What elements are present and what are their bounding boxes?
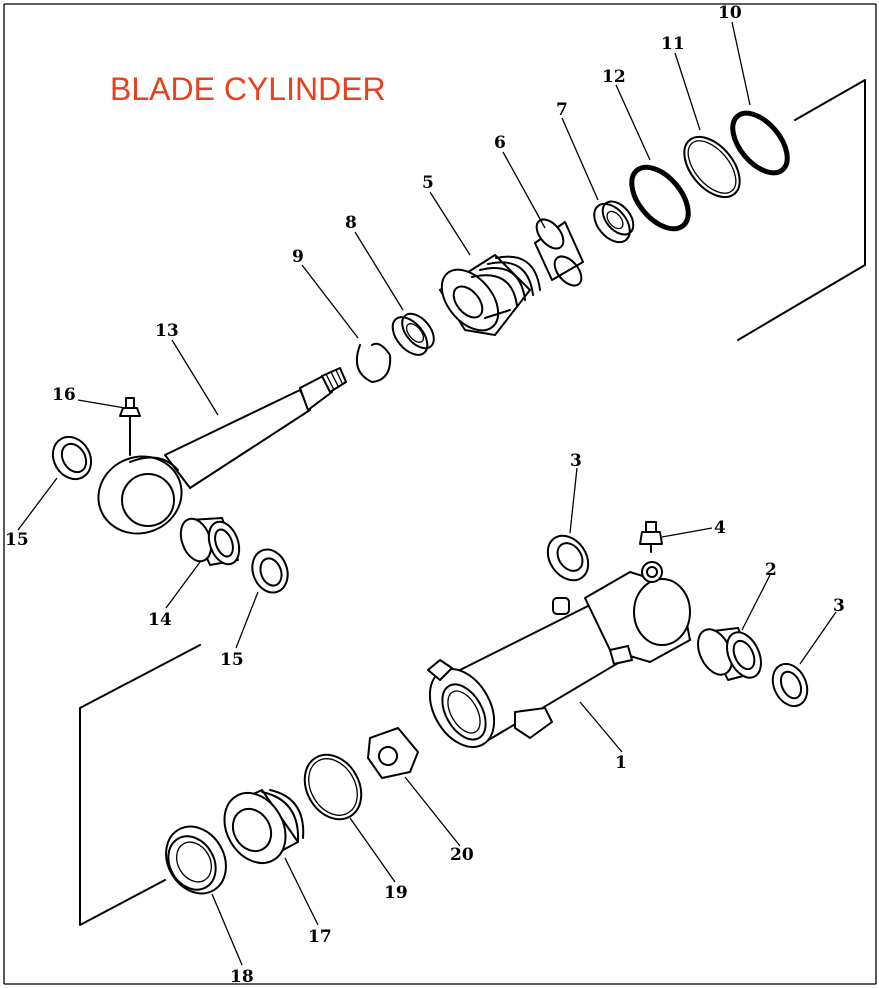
callout-11: 11 <box>661 34 685 54</box>
callout-8: 8 <box>345 213 357 233</box>
callout-9: 9 <box>292 247 304 267</box>
part-20-nut <box>367 727 419 779</box>
callout-19: 19 <box>384 883 408 903</box>
callout-15-lower: 15 <box>220 650 244 670</box>
callout-20: 20 <box>450 845 474 865</box>
callout-17: 17 <box>308 927 332 947</box>
part-3-seal-right <box>771 662 809 708</box>
callout-5: 5 <box>422 173 434 193</box>
lower-bracket-lines <box>79 644 201 926</box>
part-10-ring <box>730 110 790 176</box>
part-15-bushing-upper <box>51 435 93 481</box>
part-1-cylinder-tube <box>427 561 691 748</box>
part-16-grease-fitting <box>119 397 141 456</box>
part-4-grease-fitting <box>639 521 663 553</box>
part-18-gland-ring <box>165 825 227 895</box>
part-5-piston <box>439 254 541 336</box>
frame-lines <box>3 3 877 985</box>
callout-labels: 1 2 3 3 4 5 6 7 8 9 10 11 12 13 14 15 15… <box>5 3 845 987</box>
callout-1: 1 <box>615 753 627 773</box>
callout-16: 16 <box>52 385 76 405</box>
callout-10: 10 <box>718 3 742 23</box>
callout-14: 14 <box>148 610 172 630</box>
callout-7: 7 <box>556 100 568 120</box>
callout-2: 2 <box>765 560 777 580</box>
callout-4: 4 <box>714 518 726 538</box>
leader-lines <box>17 21 837 966</box>
callout-15-left: 15 <box>5 530 29 550</box>
callout-6: 6 <box>494 133 506 153</box>
callout-18: 18 <box>230 967 254 987</box>
callout-12: 12 <box>602 67 626 87</box>
callout-3-upper: 3 <box>570 451 582 471</box>
callout-13: 13 <box>155 321 179 341</box>
upper-bracket-lines <box>737 79 866 341</box>
part-13-rod <box>97 367 347 535</box>
part-14-bushing <box>179 517 241 566</box>
part-3-seal-upper <box>546 534 590 582</box>
part-19-ring <box>303 753 363 821</box>
part-12-ring <box>629 164 691 232</box>
part-9-snap-ring <box>356 342 392 383</box>
diagram-title: BLADE CYLINDER <box>110 71 386 107</box>
part-8-nut <box>391 312 435 356</box>
part-11-ring <box>683 135 741 199</box>
part-7-bearing <box>593 200 635 244</box>
part-2-bushing <box>697 627 762 681</box>
part-15-seal-lower <box>251 548 289 594</box>
callout-3-right: 3 <box>833 596 845 616</box>
part-6-sleeve <box>534 218 584 287</box>
part-17-piston <box>223 789 305 864</box>
